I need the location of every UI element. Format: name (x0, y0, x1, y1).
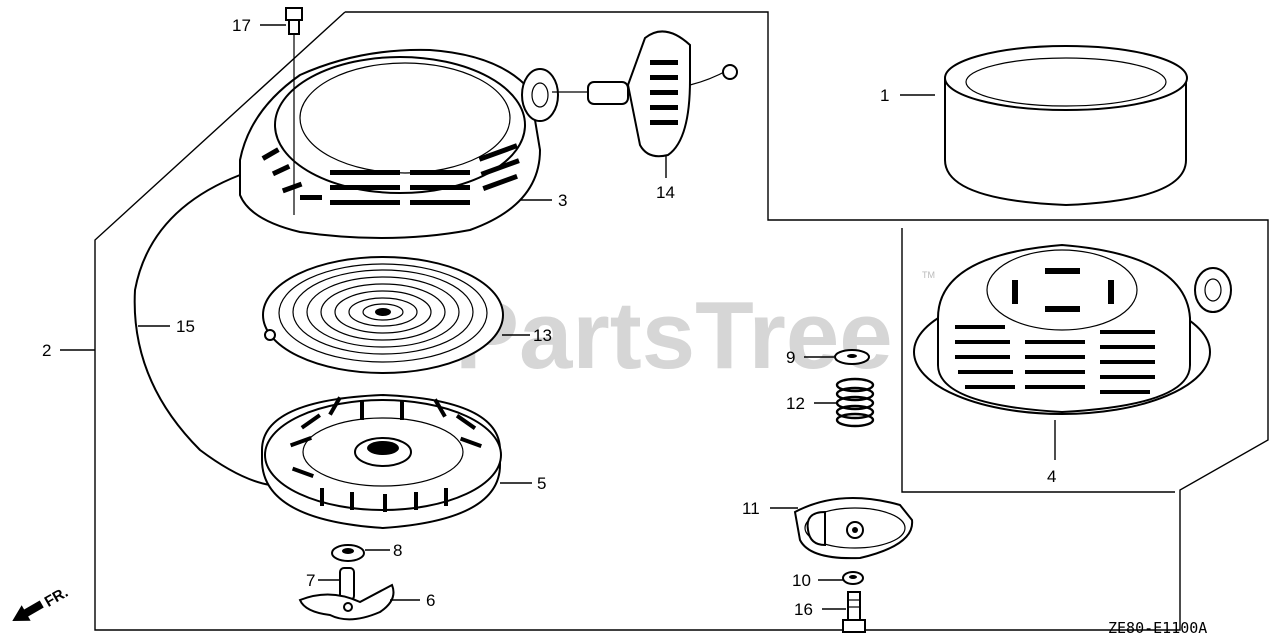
washer-10-part[interactable] (842, 571, 864, 585)
spring-12-part[interactable] (835, 377, 875, 428)
callout-8: 8 (393, 541, 402, 560)
callout-11: 11 (742, 499, 760, 518)
starter-rope-part[interactable] (133, 174, 271, 486)
callout-9: 9 (786, 348, 795, 367)
callout-14: 14 (656, 183, 675, 202)
front-marker-label: FR. (42, 584, 71, 611)
callout-15: 15 (176, 317, 195, 336)
callout-1: 1 (880, 86, 889, 105)
callout-5: 5 (537, 474, 546, 493)
recoil-spring-part[interactable] (262, 256, 504, 374)
cover-ring-part[interactable] (944, 45, 1188, 207)
callout-13: 13 (533, 326, 552, 345)
front-direction-marker: FR. (12, 584, 71, 621)
reel-part[interactable] (261, 393, 502, 530)
subassembly-box-4 (901, 228, 1175, 493)
washer-9-part[interactable] (834, 349, 870, 365)
starter-case-part[interactable] (239, 48, 559, 239)
front-arrow-icon (12, 600, 44, 621)
callout-4: 4 (1047, 467, 1056, 486)
starter-assembly-part[interactable] (913, 243, 1232, 415)
callout-7: 7 (306, 571, 315, 590)
friction-plate-11-part[interactable] (793, 497, 914, 560)
nut-8-part[interactable] (331, 544, 365, 562)
callout-12: 12 (786, 394, 805, 413)
ratchet-6-part[interactable] (298, 583, 395, 621)
assembly-outline (94, 11, 1269, 631)
callout-10: 10 (792, 571, 811, 590)
bolt-16-part[interactable] (842, 591, 866, 633)
callout-17: 17 (232, 16, 251, 35)
watermark-trademark: TM (922, 270, 935, 280)
callout-16: 16 (794, 600, 813, 619)
bolt-17-part[interactable] (285, 7, 303, 215)
diagram-code: ZE80-E1100A (1108, 619, 1207, 637)
callout-2: 2 (42, 341, 51, 360)
callout-3: 3 (558, 191, 567, 210)
callout-leaders (60, 24, 1056, 610)
callout-6: 6 (426, 591, 435, 610)
starter-grip-part[interactable] (552, 30, 738, 158)
